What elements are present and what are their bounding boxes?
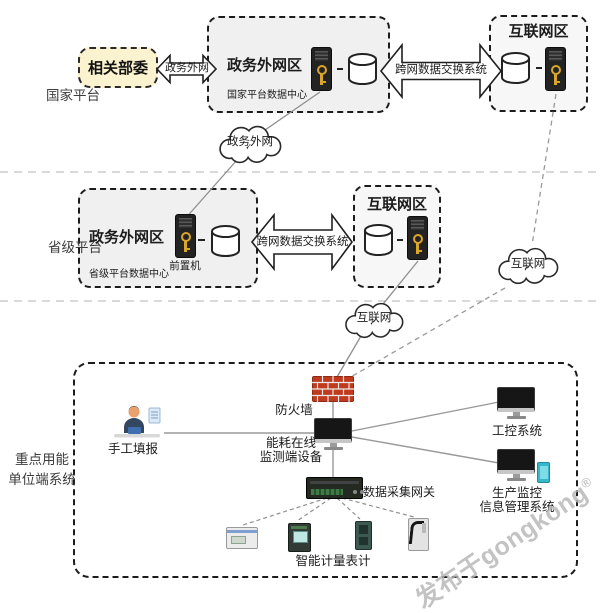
national-gov-zone-title: 政务外网区 xyxy=(227,57,303,74)
server-slots xyxy=(315,51,328,61)
database-icon-provincial-internet xyxy=(364,224,393,256)
firewall-icon xyxy=(312,376,354,402)
smart-meter-icon-3 xyxy=(355,521,372,550)
industrial-control-monitor-icon xyxy=(497,387,535,419)
monitor-base xyxy=(506,416,526,419)
key-icon-stem xyxy=(554,74,559,85)
monitor-neck xyxy=(329,443,337,447)
national-internet-zone-title: 互联网区 xyxy=(508,23,569,40)
server-icon-provincial-internet xyxy=(407,216,428,260)
key-icon-stem xyxy=(416,243,421,254)
server-slots xyxy=(411,220,424,230)
provincial-gov-zone-subtitle: 省级平台数据中心 xyxy=(89,269,169,280)
connector-gateway-to-meter3 xyxy=(336,497,361,520)
gateway-label: 数据采集网关 xyxy=(362,485,435,499)
national-exchange-label: 跨网数据交换系统 xyxy=(395,64,487,76)
double-arrow-gov-extranet-small xyxy=(155,53,218,85)
server-slots xyxy=(179,218,192,228)
monitor-screen xyxy=(497,387,535,412)
manual-report-label: 手工填报 xyxy=(107,442,158,456)
server-icon-national-gov xyxy=(311,47,332,91)
provincial-internet-zone-title: 互联网区 xyxy=(366,196,427,213)
database-icon-national-internet xyxy=(501,52,530,84)
monitor-screen xyxy=(497,449,535,474)
key-icon-stem xyxy=(184,241,189,252)
mobile-phone-icon xyxy=(537,462,550,483)
smart-meter-icon-2 xyxy=(288,523,311,552)
provincial-exchange-label: 跨网数据交换系统 xyxy=(256,236,349,248)
firewall-label: 防火墙 xyxy=(275,403,313,417)
related-ministries-box: 相关部委 xyxy=(78,47,158,88)
smart-meter-icon-1 xyxy=(226,527,258,549)
data-gateway-icon xyxy=(306,477,363,499)
monitor-base xyxy=(506,478,526,481)
connector-gateway-to-meter1 xyxy=(242,497,328,526)
national-gov-zone-subtitle: 国家平台数据中心 xyxy=(227,90,307,101)
section-label-provincial: 省级平台 xyxy=(48,240,102,255)
monitor-neck xyxy=(512,474,520,478)
gateway-ports xyxy=(353,490,357,494)
connector-prov-internet-server-to-cloud xyxy=(378,260,419,310)
connector-gateway-to-meter2 xyxy=(296,497,332,522)
internet-cloud-right-label: 互联网 xyxy=(510,258,546,270)
connector-internet-cloud-to-firewall-dashed xyxy=(348,287,506,379)
section-label-enterprise: 重点用能 单位端系统 xyxy=(8,452,76,487)
double-arrow-exchange-provincial xyxy=(250,212,353,272)
internet-cloud-center-label: 互联网 xyxy=(356,312,392,324)
provincial-gov-zone-title: 政务外网区 xyxy=(89,229,165,246)
monitor-neck xyxy=(512,412,520,416)
smart-meters-label: 智能计量表计 xyxy=(295,554,371,568)
section-label-national: 国家平台 xyxy=(46,88,100,103)
database-icon-provincial-gov xyxy=(211,225,240,257)
gov-extranet-cloud-label: 政务外网 xyxy=(227,136,273,148)
industrial-control-label: 工控系统 xyxy=(491,424,542,438)
production-system-label: 生产监控 信息管理系统 xyxy=(479,486,555,515)
server-slots xyxy=(549,51,562,61)
monitor-screen xyxy=(314,418,352,443)
connector-monitor-to-production xyxy=(351,436,500,464)
production-monitor-icon xyxy=(497,449,535,481)
front-server-label: 前置机 xyxy=(169,260,201,272)
gov-extranet-link-label: 政务外网 xyxy=(165,62,209,74)
connector-cloud-to-firewall xyxy=(336,335,362,378)
key-icon-stem xyxy=(320,74,325,85)
database-icon-national-gov xyxy=(348,53,377,85)
connector-monitor-to-industrial xyxy=(351,401,500,432)
server-icon-front-machine xyxy=(175,214,196,258)
connector-gateway-to-meter4 xyxy=(341,497,415,518)
smart-meter-icon-4 xyxy=(408,518,429,551)
related-ministries-label: 相关部委 xyxy=(87,60,148,77)
energy-monitor-device-icon xyxy=(314,418,352,450)
energy-monitor-label: 能耗在线 监测端设备 xyxy=(259,436,323,465)
connector-national-internet-to-cloud-dashed xyxy=(531,93,557,246)
manual-report-person-icon xyxy=(114,406,161,438)
connector-extranet-cloud-to-front-server xyxy=(183,159,238,221)
monitor-base xyxy=(323,447,343,450)
server-icon-national-internet xyxy=(545,47,566,91)
